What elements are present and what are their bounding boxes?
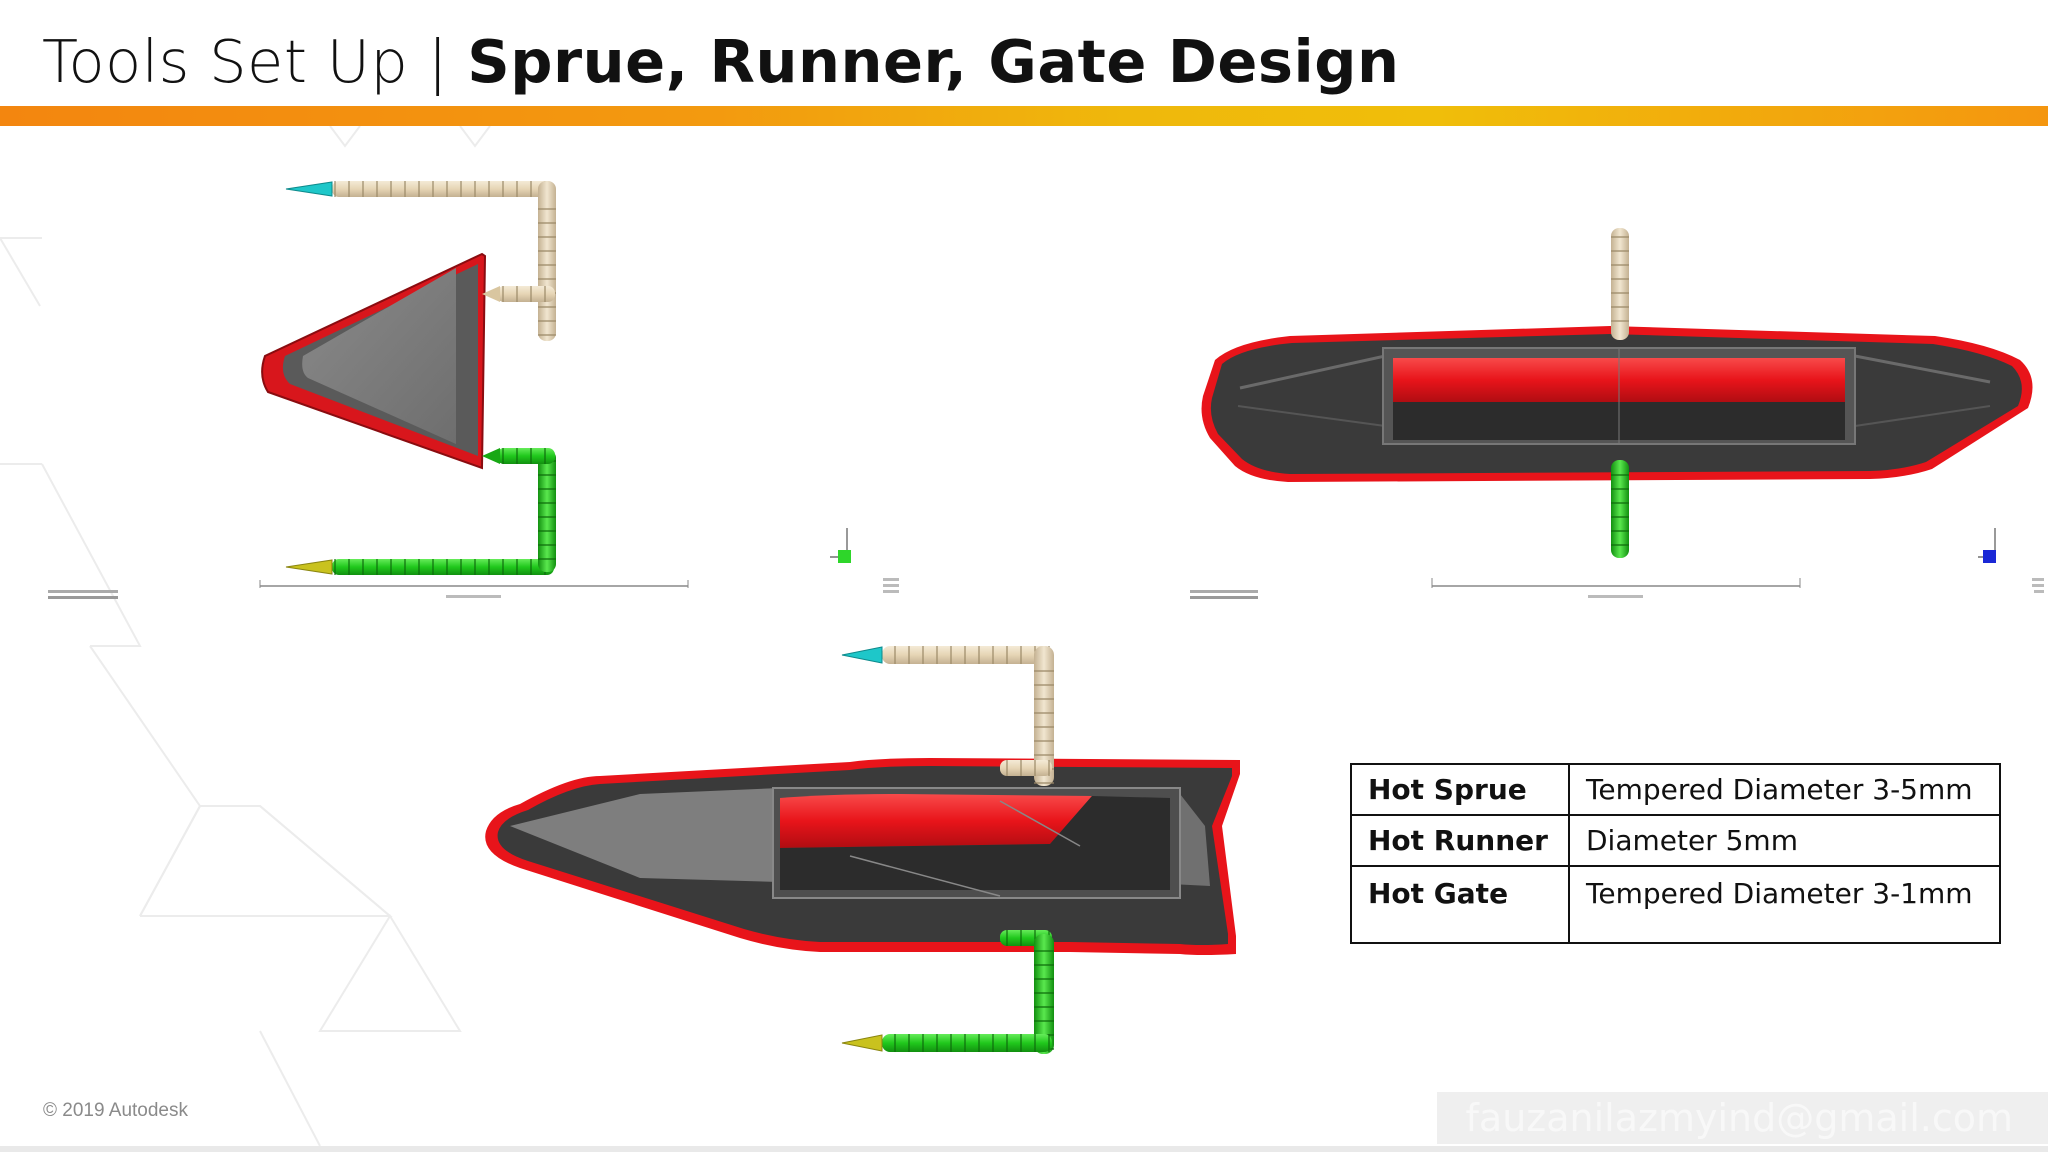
- isometric-view-panel: [485, 646, 1240, 1054]
- slide-title: Tools Set Up | Sprue, Runner, Gate Desig…: [42, 22, 1399, 102]
- front-view-panel: [1190, 228, 2044, 599]
- value-cell: Diameter 5mm: [1568, 814, 2001, 867]
- slide-header: Tools Set Up | Sprue, Runner, Gate Desig…: [0, 0, 2048, 107]
- title-topic: Sprue, Runner, Gate Design: [467, 27, 1400, 96]
- param-cell: Hot Gate: [1350, 865, 1570, 944]
- axis-triad-icon: [1978, 528, 1996, 563]
- value-cell: Tempered Diameter 3-1mm: [1568, 865, 2001, 944]
- table-row: Hot Runner Diameter 5mm: [1350, 814, 2001, 867]
- footer-strip: [0, 1146, 2048, 1152]
- hot-runner-lower-iso: [882, 930, 1054, 1054]
- table-row: Hot Sprue Tempered Diameter 3-5mm: [1350, 763, 2001, 816]
- copyright-notice: © 2019 Autodesk: [43, 1100, 188, 1121]
- value-cell: Tempered Diameter 3-5mm: [1568, 763, 2001, 816]
- injection-cone-icon: [285, 559, 333, 575]
- background-triangle-pattern: [0, 126, 491, 1146]
- hot-sprue-upper: [332, 181, 556, 341]
- side-view-panel: [48, 181, 899, 599]
- axis-triad-icon: [830, 528, 851, 563]
- mold-flow-views: [48, 181, 2044, 1054]
- hot-runner-lower: [332, 448, 556, 575]
- hot-runner-vertical: [1611, 460, 1629, 558]
- injection-cone-icon: [841, 1034, 883, 1052]
- part-red-core: [780, 794, 1092, 848]
- hot-sprue-upper-iso: [882, 646, 1054, 786]
- hot-sprue-vertical: [1611, 228, 1629, 340]
- param-cell: Hot Sprue: [1350, 763, 1570, 816]
- spec-table: Hot Sprue Tempered Diameter 3-5mm Hot Ru…: [1350, 763, 2001, 944]
- param-cell: Hot Runner: [1350, 814, 1570, 867]
- injection-cone-icon: [841, 646, 883, 664]
- table-row: Hot Gate Tempered Diameter 3-1mm: [1350, 865, 2001, 944]
- accent-bar: [0, 106, 2048, 126]
- title-section: Tools Set Up |: [42, 27, 468, 96]
- injection-cone-icon: [285, 181, 333, 197]
- email-watermark: fauzanilazmyind@gmail.com: [1437, 1092, 2048, 1144]
